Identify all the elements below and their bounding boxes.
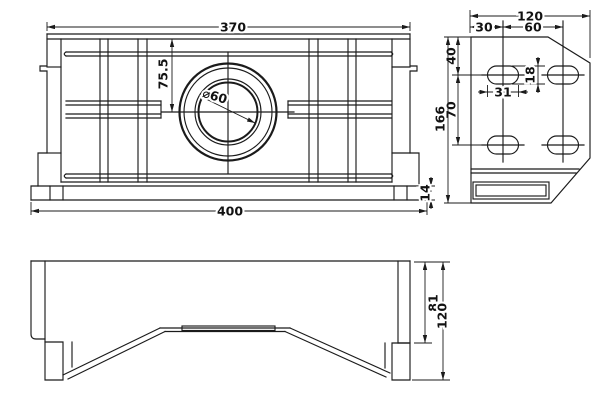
dim-end-upper-height: 81 (426, 294, 441, 311)
end-view-dimensions: 81 120 (412, 261, 452, 381)
dim-side-slot-length: 31 (494, 85, 511, 100)
front-view-dimensions: 370 75.5 ⌀60 400 14 (30, 18, 435, 221)
dim-front-top-width: 370 (220, 20, 246, 35)
front-view (30, 33, 428, 201)
dim-front-bore-offset: 75.5 (156, 59, 171, 90)
dim-front-bore-diameter: ⌀60 (201, 85, 230, 107)
dim-side-hole-pitch-h: 60 (524, 20, 542, 35)
front-ribs (99, 38, 357, 183)
front-bore (161, 51, 295, 174)
dim-front-base-thickness: 14 (418, 184, 433, 202)
dim-side-height: 166 (433, 106, 448, 132)
dim-side-hole-offset-top: 40 (444, 47, 459, 65)
side-view-dimensions: 120 30 60 40 70 166 18 31 (431, 7, 591, 204)
end-view-pad (181, 325, 276, 332)
dim-side-hole-offset-left: 30 (475, 20, 493, 35)
dim-side-slot-height: 18 (523, 66, 538, 83)
dim-front-base-width: 400 (217, 204, 243, 219)
dim-end-total-height: 120 (435, 303, 450, 329)
side-view (470, 20, 591, 204)
dim-side-width: 120 (517, 9, 543, 24)
end-view (30, 260, 411, 381)
